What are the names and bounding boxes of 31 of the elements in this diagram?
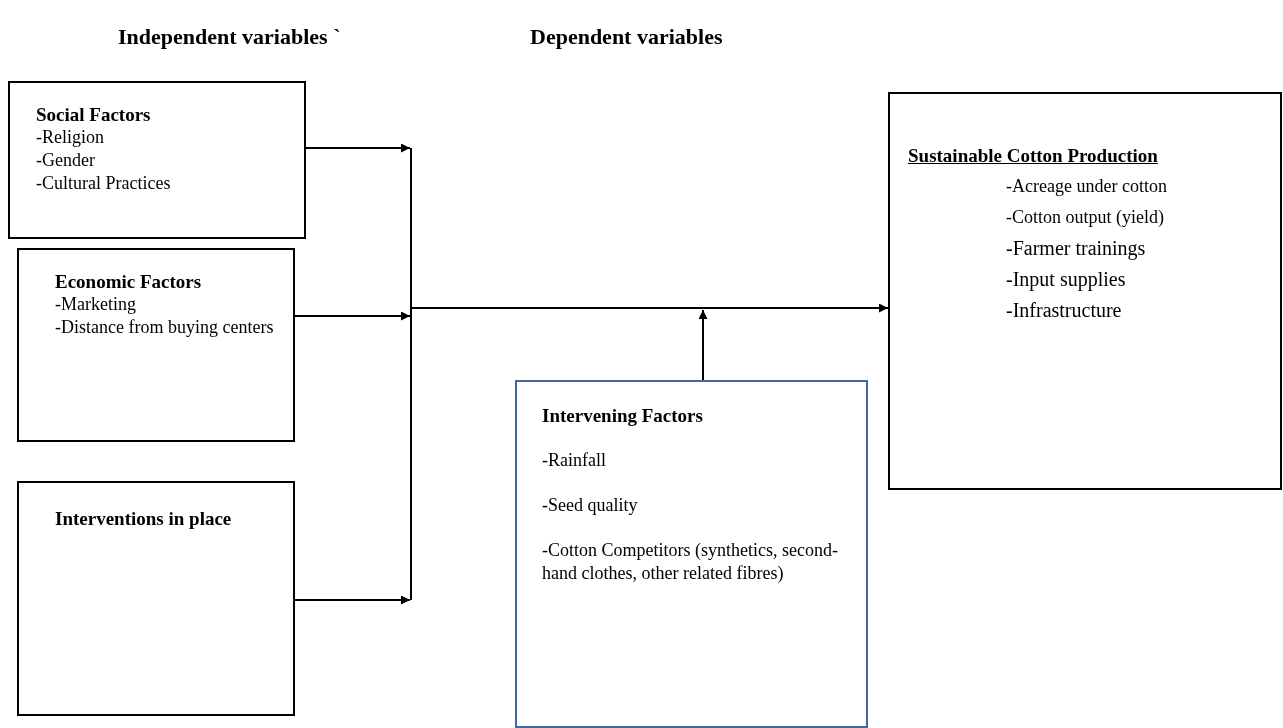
arrow <box>305 143 411 153</box>
list-item: -Rainfall <box>542 449 607 472</box>
box-heading: Social Factors <box>36 103 152 126</box>
list-item: -Cultural Practices <box>36 172 172 195</box>
factor-box <box>888 92 1282 490</box>
arrow <box>294 311 411 321</box>
list-item: -Cotton Competitors (synthetics, second-hand clothes, other related fibres) <box>542 539 839 585</box>
box-heading: Interventions in place <box>55 507 233 531</box>
box-heading: Intervening Factors <box>542 404 704 427</box>
column-heading: Independent variables ` <box>118 24 341 50</box>
list-item: -Input supplies <box>1006 267 1127 293</box>
column-heading: Dependent variables <box>530 24 723 50</box>
arrow <box>294 595 411 605</box>
list-item: -Distance from buying centers <box>55 316 275 339</box>
arrow <box>698 309 708 381</box>
factor-box <box>8 81 306 239</box>
moderating-factor-box <box>515 380 868 728</box>
list-item: -Acreage under cotton <box>1006 175 1168 198</box>
factor-box <box>17 248 295 442</box>
list-item: -Seed quality <box>542 494 639 517</box>
list-item: -Farmer trainings <box>1006 236 1147 262</box>
list-item: -Religion <box>36 126 105 149</box>
connector-bar <box>410 148 412 600</box>
list-item: -Gender <box>36 149 96 172</box>
arrow <box>411 303 889 313</box>
box-heading: Economic Factors <box>55 270 203 293</box>
list-item: -Marketing <box>55 293 137 316</box>
list-item: -Infrastructure <box>1006 298 1123 323</box>
list-item: -Cotton output (yield) <box>1006 206 1165 229</box>
box-heading: Sustainable Cotton Production <box>908 144 1158 168</box>
factor-box <box>17 481 295 716</box>
